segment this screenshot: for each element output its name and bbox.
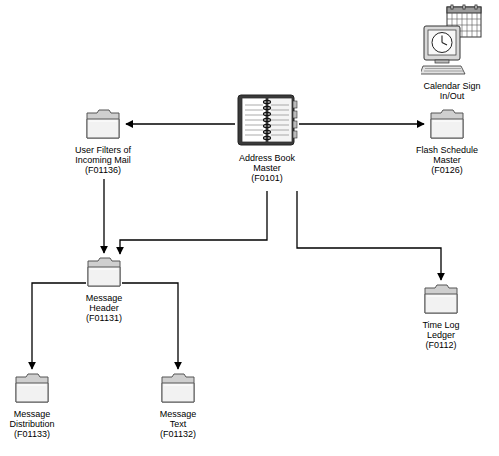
- table-id: (F01133): [1, 429, 63, 439]
- node-label: Calendar Sign In/Out: [416, 81, 488, 101]
- flow-arrow: [103, 179, 104, 253]
- table-id: (F0126): [407, 165, 487, 175]
- flow-arrow: [32, 283, 86, 369]
- node-label: Flash Schedule Master: [407, 145, 487, 165]
- node-icon: [235, 92, 299, 148]
- calendar-icon-node: Calendar Sign In/Out: [416, 4, 488, 101]
- node-icon: [429, 108, 465, 140]
- node-label: Message Text: [151, 409, 205, 429]
- node-label: Address Book Master: [231, 153, 303, 173]
- node-icon-shape: [238, 95, 297, 145]
- node-label: Time Log Ledger: [412, 320, 470, 340]
- master-book-node: Address Book Master(F0101): [231, 92, 303, 183]
- node-label: Message Distribution: [1, 409, 63, 429]
- node-icon-shape: [162, 374, 194, 402]
- flow-arrow: [122, 283, 178, 369]
- table-id: (F01132): [151, 429, 205, 439]
- table-folder-node: Message Distribution(F01133): [1, 372, 63, 439]
- node-icon-shape: [425, 285, 457, 313]
- table-id: (F0101): [231, 173, 303, 183]
- flow-arrow: [297, 191, 441, 280]
- table-folder-node: Time Log Ledger(F0112): [412, 283, 470, 350]
- table-folder-node: Message Text(F01132): [151, 372, 205, 439]
- node-icon: [423, 283, 459, 315]
- flow-arrow: [120, 191, 267, 254]
- node-icon-shape: [421, 5, 481, 74]
- node-icon: [160, 372, 196, 404]
- node-label: Message Header: [75, 293, 133, 313]
- flow-arrow: [299, 123, 424, 124]
- table-folder-node: Message Header(F01131): [75, 256, 133, 323]
- node-icon-shape: [87, 110, 119, 138]
- table-id: (F01131): [75, 313, 133, 323]
- node-icon: [421, 4, 483, 76]
- table-id: (F0112): [412, 340, 470, 350]
- table-folder-node: Flash Schedule Master(F0126): [407, 108, 487, 175]
- node-icon: [14, 372, 50, 404]
- node-label: User Filters of Incoming Mail: [61, 145, 145, 165]
- node-icon-shape: [88, 258, 120, 286]
- node-icon: [85, 108, 121, 140]
- node-icon: [86, 256, 122, 288]
- table-id: (F01136): [61, 165, 145, 175]
- node-icon-shape: [16, 374, 48, 402]
- table-folder-node: User Filters of Incoming Mail(F01136): [61, 108, 145, 175]
- node-icon-shape: [431, 110, 463, 138]
- flow-arrow: [126, 123, 235, 124]
